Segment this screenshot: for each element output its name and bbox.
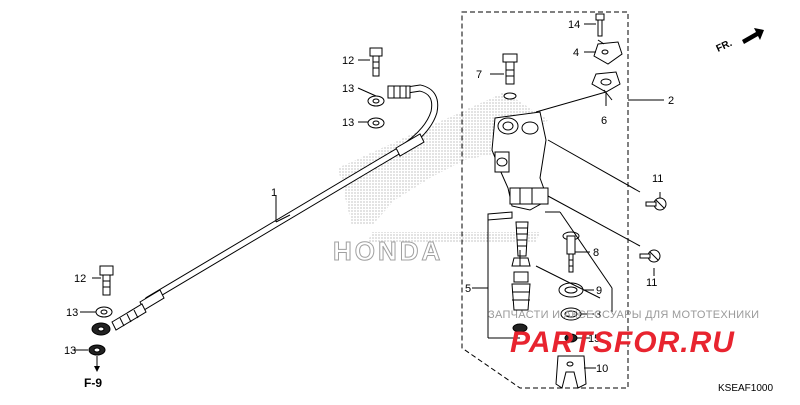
front-direction-indicator: FR. [715,28,764,55]
screw-14 [595,13,605,37]
callout-9: 9 [596,285,602,297]
upper-banjo-bolt [369,47,383,77]
callout-13-a: 13 [342,83,354,95]
hose-upper-fitting [387,85,411,99]
callout-11-upper: 11 [652,173,663,185]
callout-6: 6 [601,115,607,127]
callout-13-b: 13 [342,117,354,129]
callout-4: 4 [573,47,579,59]
push-rod-8 [562,231,580,273]
callout-12-upper: 12 [342,55,354,67]
piston-set-5 [487,211,531,333]
reference-label: F-9 [84,376,102,390]
brake-hose [111,84,439,331]
master-cylinder-body [491,111,549,211]
callout-2: 2 [668,95,674,107]
watermark-logo: PARTSFOR.RU [510,326,735,359]
screw-11-upper [645,197,667,211]
front-arrow-icon [742,28,764,44]
assembly-outline [461,11,629,389]
callout-13-d: 13 [64,345,76,357]
hose-protector-sleeve [395,133,425,157]
screw-11-lower [639,249,661,263]
callout-5: 5 [465,283,471,295]
front-label: FR. [715,38,734,55]
callout-7: 7 [476,69,482,81]
leader-lines [74,23,664,369]
callout-15: 15 [588,333,600,345]
callout-12-lower: 12 [74,273,86,285]
callout-10: 10 [596,363,608,375]
honda-brand-text: HONDA [333,236,443,266]
callout-14: 14 [568,19,580,31]
diagram-code: KSEAF1000 [718,383,773,394]
watermark-caption: ЗАПЧАСТИ И АКСЕССУАРЫ ДЛЯ МОТОТЕХНИКИ [488,309,759,321]
callout-1: 1 [271,187,277,199]
shop-watermark: ЗАПЧАСТИ И АКСЕССУАРЫ ДЛЯ МОТОТЕХНИКИ PA… [488,309,759,359]
callout-11-lower: 11 [646,277,657,289]
hose-joint-7 [502,53,518,100]
bracket-10 [555,355,587,389]
callout-3: 3 [595,309,601,321]
lower-banjo-bolt [99,265,114,296]
callout-8: 8 [593,247,599,259]
callout-13-c: 13 [66,307,78,319]
